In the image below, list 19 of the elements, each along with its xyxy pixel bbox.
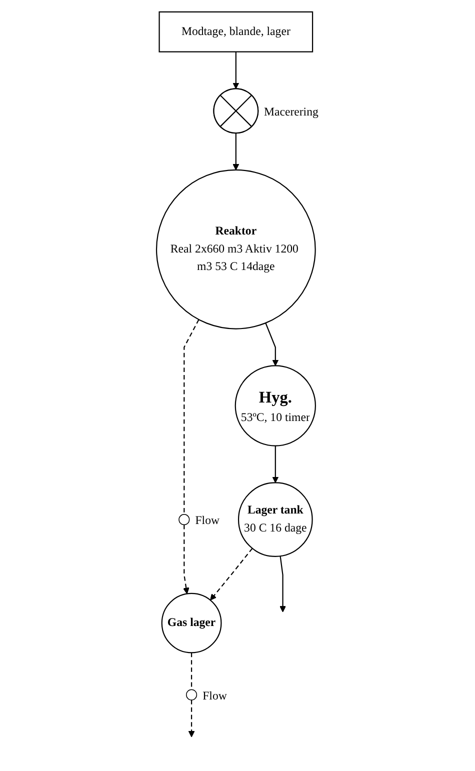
node-caption: Flow: [202, 688, 227, 702]
node-caption: Flow: [195, 513, 220, 528]
node-circle: Gas lager: [161, 592, 222, 654]
node-circle: [186, 689, 198, 700]
node-circle: Lager tank 30 C 16 dage: [238, 482, 313, 558]
node-circle: Reaktor Real 2x660 m3 Aktiv 1200 m3 53 C 14dage: [156, 169, 316, 330]
arrow: [265, 322, 279, 366]
arrow: [182, 524, 190, 594]
node-circle: Hyg. 53ºC, 10 timer: [234, 365, 316, 446]
node-caption: Macerering: [264, 104, 318, 118]
arrow: [280, 556, 286, 612]
arrow: [188, 700, 195, 738]
arrow: [210, 548, 253, 600]
node-box: Modtage, blande, lager: [158, 11, 314, 52]
arrow: [232, 133, 240, 170]
connector: [184, 319, 200, 514]
arrow: [232, 52, 240, 90]
arrow: [272, 446, 279, 483]
node-circle: [178, 514, 190, 526]
